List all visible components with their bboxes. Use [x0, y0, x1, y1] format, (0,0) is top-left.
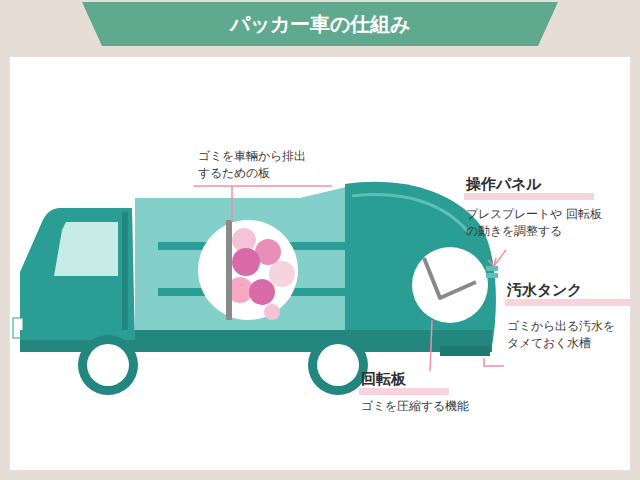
panel	[10, 57, 630, 470]
packer-stripe	[352, 195, 468, 232]
cab-window	[54, 222, 118, 276]
rotating-plate	[424, 258, 476, 298]
part-label: ゴミを車輛から排出 するための板	[198, 148, 316, 182]
wheel	[317, 344, 359, 386]
part-heading: 汚水タンク	[507, 280, 582, 301]
title-banner	[82, 2, 558, 46]
rotating-view	[412, 247, 488, 323]
truck-body	[135, 186, 350, 340]
garbage-bags	[227, 228, 295, 320]
wheel-arch	[78, 335, 138, 395]
leader-lines	[194, 186, 506, 371]
title: パッカー車の仕組み	[230, 10, 410, 38]
rear-packer	[345, 182, 496, 346]
part-description: ゴミから出る汚水を タメておく水槽	[507, 318, 625, 352]
heading-band	[505, 299, 630, 306]
part-heading: 操作パネル	[466, 174, 541, 195]
cab-pillar	[122, 212, 128, 332]
heading-band	[464, 193, 594, 200]
operation-panel	[486, 273, 498, 278]
cab	[20, 208, 135, 345]
discharge-plate	[226, 220, 232, 320]
wheel-arch	[308, 335, 368, 395]
wheel	[87, 344, 129, 386]
part-heading: 回転板	[361, 369, 406, 390]
heading-band	[359, 388, 449, 395]
garbage-view	[198, 220, 298, 320]
part-description: プレスプレートや 回転板の動きを調整する	[466, 206, 610, 240]
operation-panel	[486, 266, 498, 271]
part-description: ゴミを圧縮する機能	[361, 398, 511, 415]
waste-water-tank	[440, 346, 490, 356]
